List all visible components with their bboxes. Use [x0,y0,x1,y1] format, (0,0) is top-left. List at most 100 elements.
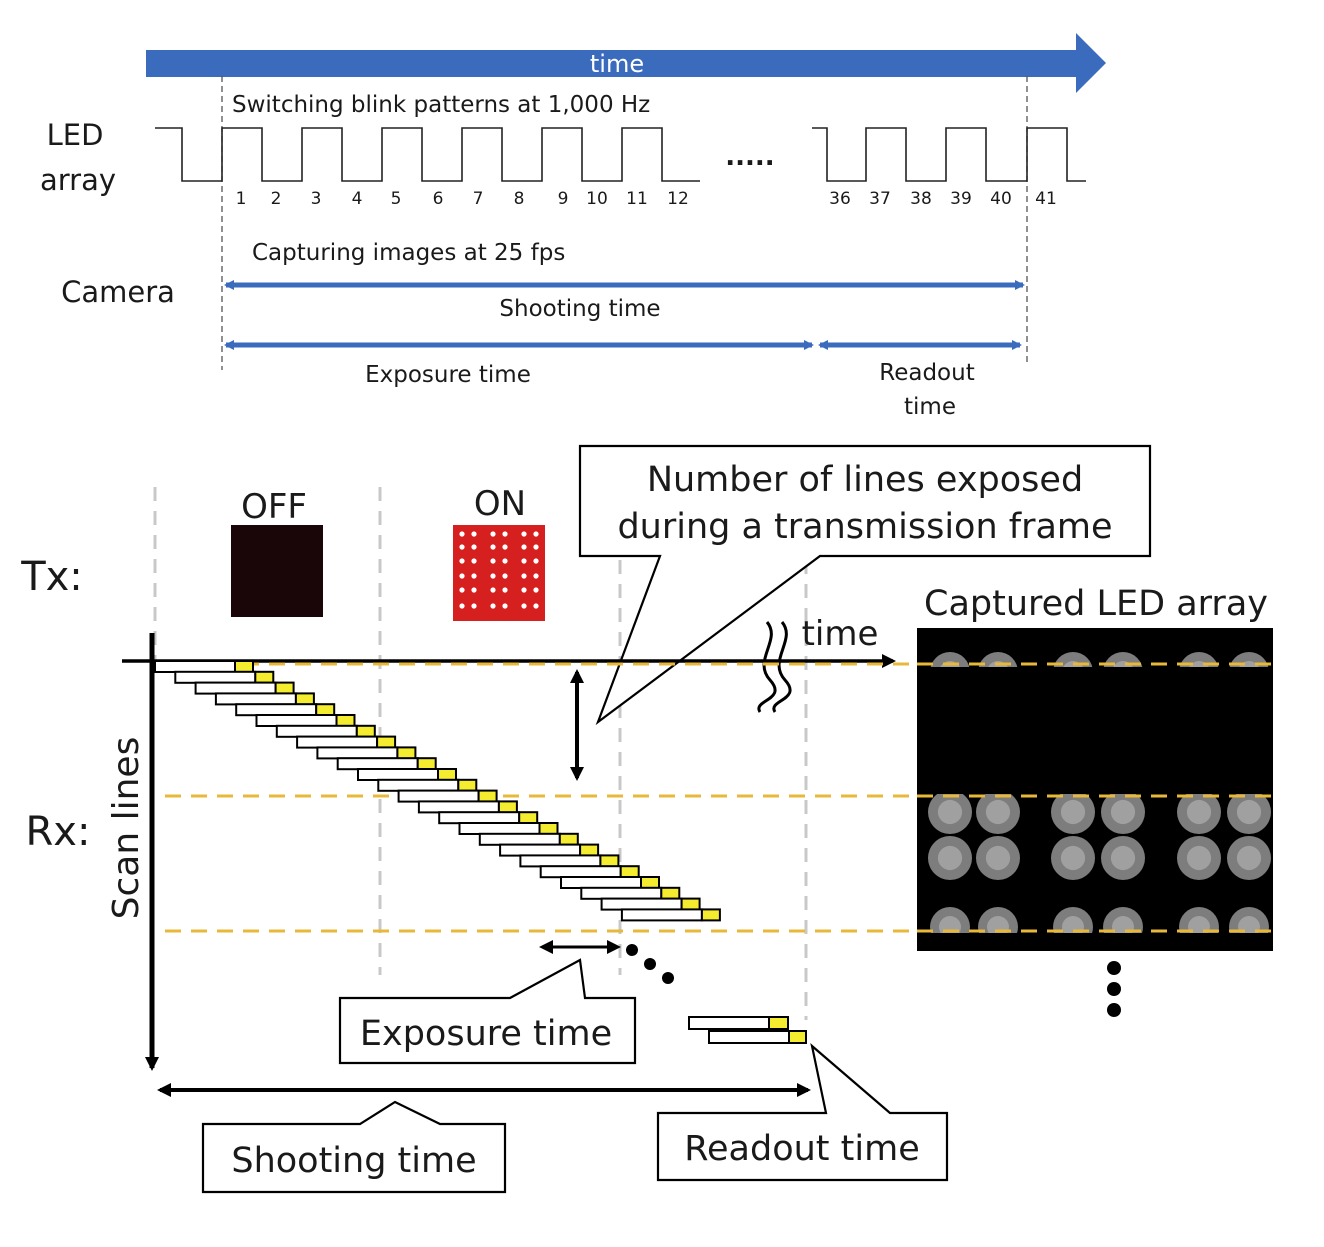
led-dot [459,573,465,579]
scan-line-readout [538,822,559,835]
shooting-time-callout: Shooting time [201,1100,507,1194]
scan-line-bar [539,865,622,879]
led-dot [471,558,477,564]
led-off-image [231,525,323,617]
exposure-time-label: Exposure time [365,362,531,388]
final-scan-lines [688,1016,807,1044]
led-dot [502,573,508,579]
scan-line-readout [640,876,660,889]
captured-led-core [985,799,1011,825]
camera-label: Camera [61,275,175,309]
pulse-number: 38 [910,189,932,209]
led-array-label-line2: array [40,163,116,197]
callout-text-line2: during a transmission frame [617,507,1112,547]
captured-led-core [1060,799,1086,825]
scan-line-bar [275,724,358,738]
led-dot [521,531,527,537]
dark-band [917,667,1273,795]
pulse-number: 10 [586,189,608,209]
exposure-callout-text: Exposure time [360,1014,612,1054]
captured-led-core [937,845,963,871]
pulse-number: 6 [433,189,444,209]
pulse-number: 3 [311,189,322,209]
scan-line-readout [579,843,600,857]
led-dot [490,558,496,564]
led-dot [502,587,508,593]
led-dot [521,603,527,609]
scan-line-bar [377,778,460,792]
scan-line-bar [417,800,500,814]
dark-band-bottom [917,933,1273,951]
continuation-dot-2 [644,958,656,970]
led-dot [490,587,496,593]
scan-line-readout [355,724,376,738]
scan-line-exposures [154,660,721,922]
led-blink-waveform [155,127,1086,182]
pulse-number: 8 [514,189,525,209]
led-dot [490,531,496,537]
led-on-image [453,525,545,621]
led-dot [521,558,527,564]
scan-line-readout [457,778,478,792]
shooting-callout-text: Shooting time [231,1141,476,1181]
captured-array-label: Captured LED array [924,584,1268,624]
scan-line-bar [499,843,582,857]
scan-line-readout [294,692,315,706]
scan-line-readout [335,714,356,727]
dark-band-top [917,628,1273,650]
led-dot [459,587,465,593]
scan-line-bar [154,660,236,673]
scan-line-bar [316,746,399,760]
callout-text-line1: Number of lines exposed [647,460,1083,500]
scan-line-bar [397,789,480,803]
led-dot [533,587,539,593]
readout-callout-text: Readout time [684,1129,919,1169]
pulse-number: 41 [1035,189,1057,209]
led-dot [502,544,508,550]
axis-break-mark-2 [772,621,792,713]
led-dot [502,558,508,564]
scan-line-readout [660,886,681,900]
scan-line-bar [438,811,521,825]
led-dot [533,531,539,537]
pulse-number: 37 [869,189,891,209]
on-label: ON [474,484,526,524]
pulse-number: 2 [271,189,282,209]
readout-time-callout: Readout time [656,1043,949,1182]
led-dot [533,544,539,550]
image-continuation-dot-3 [1107,1003,1121,1017]
led-dot [490,544,496,550]
pulse-number: 36 [829,189,851,209]
led-dot [471,531,477,537]
scan-line-bar [296,735,379,749]
scan-line-bar [600,897,683,911]
scan-line-bar [478,832,561,846]
scan-line-readout [437,768,457,781]
led-dot [533,573,539,579]
scan-line-readout [700,908,721,922]
led-dot [490,573,496,579]
scan-line-bar [357,768,439,781]
scan-line-readout [254,670,275,684]
led-array-label-line1: LED [47,118,104,152]
scan-line-bar [560,876,642,889]
pulse-number: 4 [352,189,363,209]
scan-line-bar [235,703,318,717]
axis-break-mark-1 [757,621,777,713]
scan-line-bar [458,822,541,835]
led-dot [521,587,527,593]
switching-label: Switching blink patterns at 1,000 Hz [232,92,650,118]
scan-line-readout [396,746,417,760]
captured-led-core [1236,845,1262,871]
led-dot [521,573,527,579]
led-dot [471,587,477,593]
readout-time-label-line1: Readout [879,360,974,386]
led-dot [459,544,465,550]
pulse-number: 7 [473,189,484,209]
off-label: OFF [241,487,307,527]
scan-line-readout [477,789,498,803]
scan-line-bar [580,886,663,900]
led-dot [459,603,465,609]
continuation-dot-3 [662,972,674,984]
